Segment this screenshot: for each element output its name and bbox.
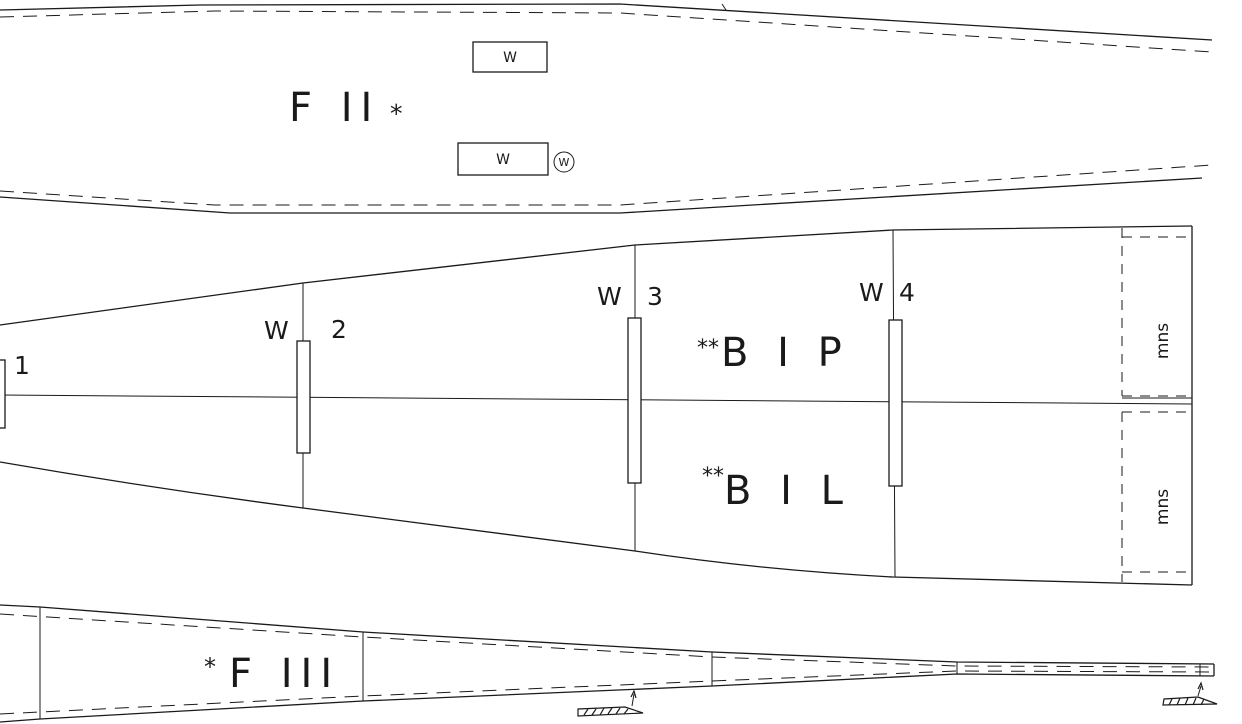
f3-label: F III	[229, 651, 340, 697]
rib2-block	[296, 340, 311, 454]
tip-upper-box	[1121, 228, 1192, 397]
f2-rect-lower-label: W	[496, 152, 510, 168]
panel-centerline	[0, 394, 1193, 405]
f3-dash-bottom	[0, 670, 1215, 715]
rib2-n: 2	[331, 315, 347, 344]
f2-outline-top	[0, 3, 1213, 41]
part-f3: * F III	[0, 604, 1218, 723]
rib4-n: 4	[899, 278, 915, 307]
panel-leading-edge	[0, 225, 1193, 326]
f3-outline-bottom	[0, 673, 1215, 723]
tip-lower-label: mns	[1153, 489, 1173, 525]
f2-circle-label: W	[559, 156, 570, 169]
f3-mark: *	[204, 653, 216, 681]
f3-dash-top	[0, 613, 1215, 668]
lower-label: B I L	[724, 468, 851, 514]
upper-label: B I P	[721, 330, 850, 376]
part-f2: W W W F II *	[0, 3, 1213, 214]
rib1-block	[0, 359, 6, 429]
rib4-w: W	[859, 278, 884, 307]
f2-label: F II	[289, 85, 380, 131]
f2-rect-upper-label: W	[503, 50, 517, 66]
tip-lower-box	[1121, 411, 1192, 582]
rib3-block	[627, 317, 642, 484]
f2-mark: *	[390, 99, 403, 128]
wing-panel: 1 W 2 W 3 W 4 ** B I P ** B I L mns mns	[0, 225, 1193, 586]
lower-mark: **	[702, 464, 724, 489]
rib4-block	[888, 319, 903, 487]
f2-dash-bottom	[0, 164, 1213, 206]
f2-outline-bottom	[0, 177, 1203, 214]
section-symbol-2	[1162, 681, 1218, 706]
top-tick	[721, 3, 727, 11]
f3-outline-top	[0, 604, 1215, 665]
upper-mark: **	[697, 336, 719, 361]
f2-dash-top	[0, 10, 1213, 53]
section-symbol-1	[577, 689, 644, 717]
tip-upper-label: mns	[1153, 323, 1173, 359]
f2-rect-upper	[472, 41, 548, 73]
f2-circle	[553, 151, 575, 173]
rib1-label: 1	[14, 351, 30, 380]
f2-rect-lower	[457, 142, 549, 176]
rib3-n: 3	[647, 282, 663, 311]
rib3-w: W	[597, 282, 622, 311]
rib2-w: W	[264, 316, 289, 345]
panel-trailing-edge	[0, 461, 1193, 586]
